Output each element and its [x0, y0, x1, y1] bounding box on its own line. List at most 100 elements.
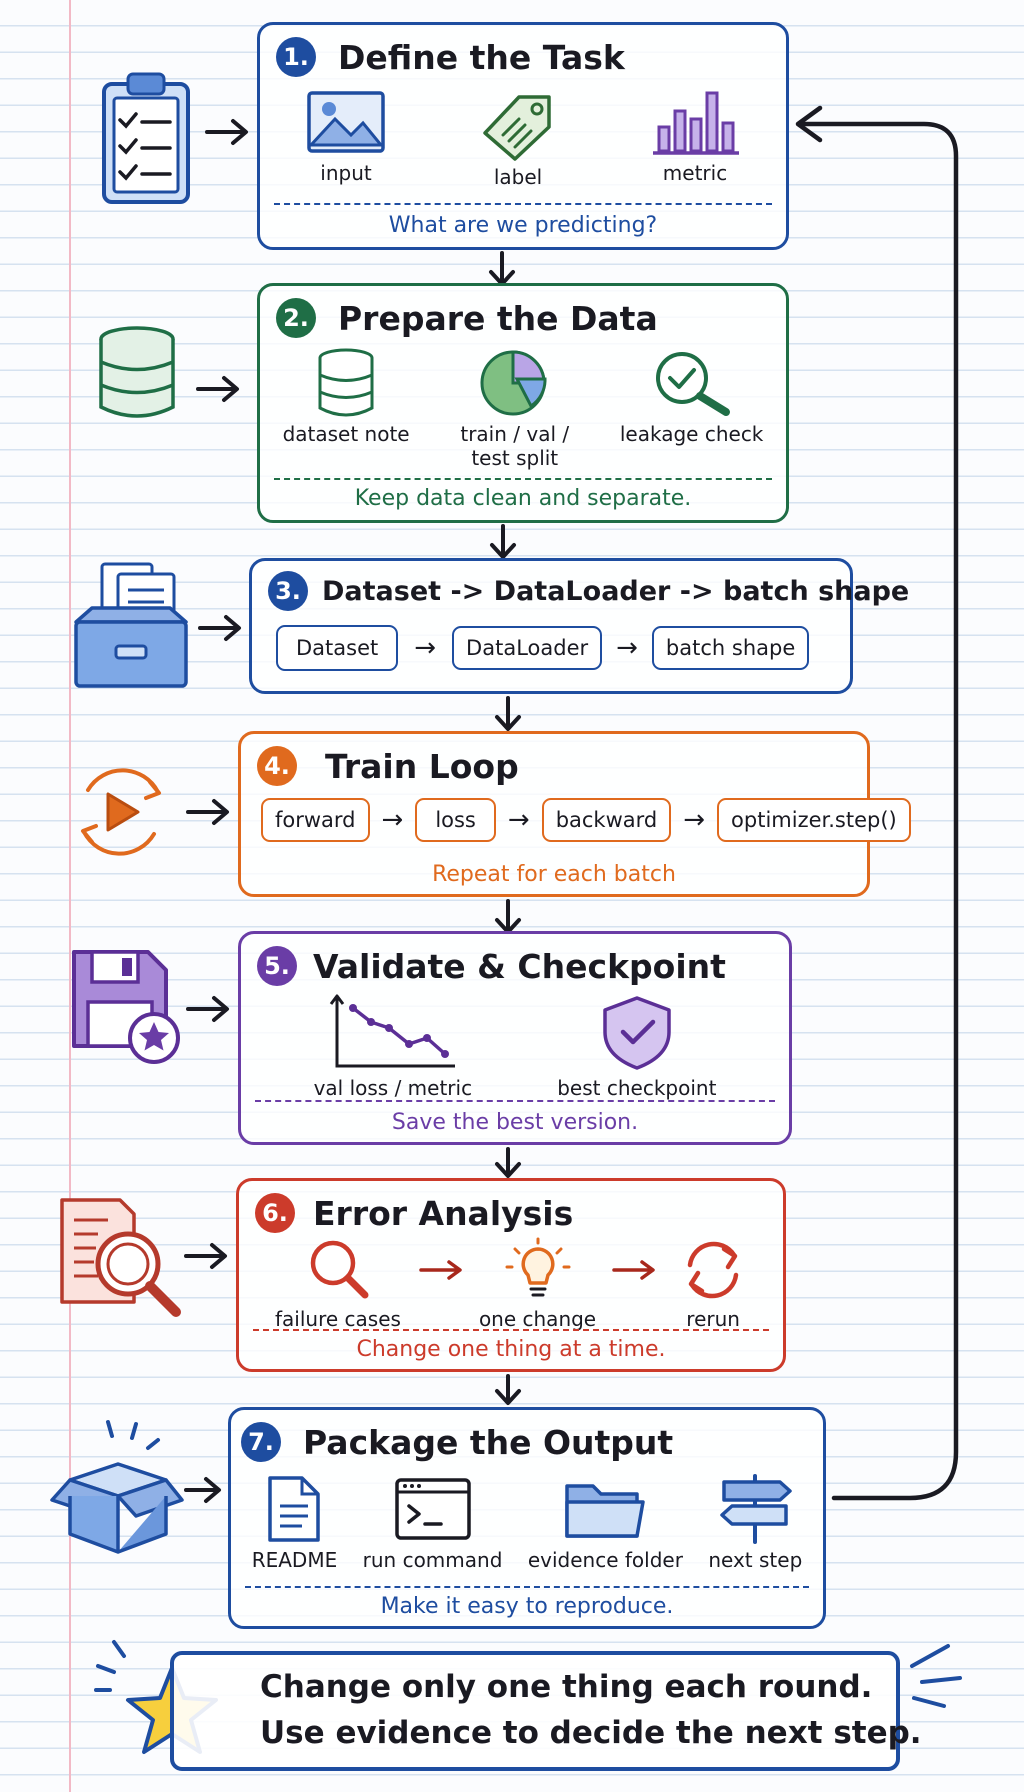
step-5-badge: 5.: [257, 946, 297, 986]
step-5-divider: [255, 1100, 775, 1102]
flow-chip-forward: forward: [261, 798, 370, 842]
step-7-item-next-step: next step: [708, 1474, 802, 1572]
step-7-item-evidence-folder: evidence folder: [528, 1474, 683, 1572]
step-1-caption: What are we predicting?: [388, 213, 658, 238]
step-7-title: Package the Output: [303, 1422, 674, 1462]
step-2-item-leakage-check: leakage check: [620, 348, 763, 470]
step-6-item-rerun: rerun: [678, 1237, 748, 1331]
down-arrow-3: [495, 696, 521, 731]
feedback-loop-arrow: [795, 105, 959, 1501]
side-arrow-4: [186, 799, 229, 825]
step-6-badge: 6.: [255, 1193, 295, 1233]
step-6-caption: Change one thing at a time.: [356, 1337, 666, 1362]
database-icon: [99, 326, 175, 418]
summary-line-1: Change only one thing each round.: [260, 1669, 873, 1705]
floppy-star-icon: [72, 950, 180, 1064]
open-box-icon: [50, 1420, 184, 1554]
step-2-item-dataset-note: dataset note: [283, 348, 410, 470]
clipboard-checklist-icon: [102, 72, 190, 204]
flow-chip-backward: backward: [541, 798, 672, 842]
step-4-caption: Repeat for each batch: [432, 862, 676, 887]
line-chart-icon: [329, 994, 455, 1068]
shield-check-icon: [603, 996, 671, 1070]
step-5-item-best-checkpoint: best checkpoint: [557, 994, 716, 1100]
step-6-divider: [253, 1329, 769, 1331]
step-2-divider: [274, 478, 772, 480]
step-5-item-val-loss: val loss / metric: [314, 994, 472, 1100]
magnifier-icon: [310, 1240, 369, 1299]
step-4-badge: 4.: [257, 746, 297, 786]
step-2-title: Prepare the Data: [338, 298, 658, 338]
magnifier-check-icon: [655, 352, 730, 416]
folder-icon: [565, 1484, 646, 1538]
flow-arrow-icon: →: [381, 805, 404, 835]
flow-arrow-icon: →: [507, 805, 530, 835]
image-icon: [307, 91, 385, 153]
lightbulb-icon: [505, 1237, 571, 1297]
tag-icon: [483, 95, 551, 161]
down-arrow-2: [490, 524, 516, 559]
play-cycle-icon: [81, 768, 161, 856]
step-1-title: Define the Task: [338, 37, 625, 77]
summary-line-2: Use evidence to decide the next step.: [260, 1715, 922, 1751]
down-arrow-1: [489, 251, 515, 286]
step-2-badge: 2.: [276, 298, 316, 338]
pie-chart-icon: [480, 350, 547, 416]
step-7-item-run-command: run command: [363, 1474, 502, 1572]
step-6-item-failure-cases: failure cases: [275, 1237, 401, 1331]
flow-chip-batch-shape: batch shape: [651, 626, 810, 670]
step-6-title: Error Analysis: [313, 1193, 574, 1233]
step-2-card: 2. Prepare the Data dataset note train /…: [257, 283, 789, 523]
file-box-icon: [74, 562, 188, 688]
flow-chip-optimizer-step: optimizer.step(): [717, 798, 911, 842]
arrow-right-icon: [419, 1260, 462, 1280]
side-arrow-7: [184, 1477, 221, 1503]
step-2-caption: Keep data clean and separate.: [354, 486, 692, 511]
terminal-icon: [394, 1478, 471, 1540]
flow-arrow-icon: →: [683, 805, 706, 835]
step-1-item-input: input: [305, 89, 387, 189]
step-1-item-label: label: [477, 89, 559, 189]
side-arrow-1: [205, 119, 248, 145]
flow-arrow-icon: →: [414, 633, 437, 663]
flow-chip-dataloader: DataLoader: [452, 626, 603, 670]
arrow-right-icon: [612, 1260, 655, 1280]
step-1-divider: [274, 203, 772, 205]
sparkle-lines-icon: [910, 1644, 962, 1708]
step-2-item-split: train / val / test split: [455, 348, 575, 470]
notebook-margin-line: [69, 0, 71, 1792]
step-7-divider: [245, 1586, 809, 1588]
step-4-card: 4. Train Loop forward → loss → backward …: [238, 731, 911, 897]
summary-note: Change only one thing each round. Use ev…: [170, 1651, 922, 1771]
step-3-badge: 3.: [268, 571, 308, 611]
step-1-badge: 1.: [276, 37, 316, 77]
flow-chip-dataset: Dataset: [276, 625, 399, 671]
step-7-card: 7. Package the Output README run command: [228, 1407, 826, 1629]
step-6-item-one-change: one change: [479, 1237, 596, 1331]
step-7-item-readme: README: [252, 1474, 337, 1572]
side-arrow-6: [184, 1243, 227, 1269]
step-6-flow: failure cases one change rerun: [275, 1237, 748, 1331]
side-arrow-5: [186, 996, 229, 1022]
down-arrow-5: [495, 1147, 521, 1178]
step-5-title: Validate & Checkpoint: [313, 946, 726, 986]
down-arrow-4: [495, 899, 521, 934]
refresh-icon: [687, 1241, 739, 1299]
step-7-badge: 7.: [241, 1422, 281, 1462]
step-3-title: Dataset -> DataLoader -> batch shape: [322, 575, 910, 607]
step-7-caption: Make it easy to reproduce.: [380, 1594, 674, 1619]
database-icon: [318, 348, 374, 417]
flow-arrow-icon: →: [616, 633, 638, 663]
step-5-caption: Save the best version.: [391, 1110, 639, 1135]
step-5-card: 5. Validate & Checkpoint val loss / metr…: [238, 931, 792, 1145]
document-search-icon: [60, 1198, 181, 1317]
document-icon: [268, 1476, 321, 1542]
step-1-card: 1. Define the Task input label: [257, 22, 789, 250]
flow-chip-loss: loss: [415, 798, 496, 842]
side-arrow-3: [198, 615, 241, 641]
step-4-title: Train Loop: [325, 746, 519, 786]
step-6-card: 6. Error Analysis failure cases one chan…: [236, 1178, 786, 1372]
bar-chart-icon: [653, 91, 739, 155]
step-1-item-metric: metric: [649, 89, 741, 189]
down-arrow-6: [495, 1374, 521, 1405]
